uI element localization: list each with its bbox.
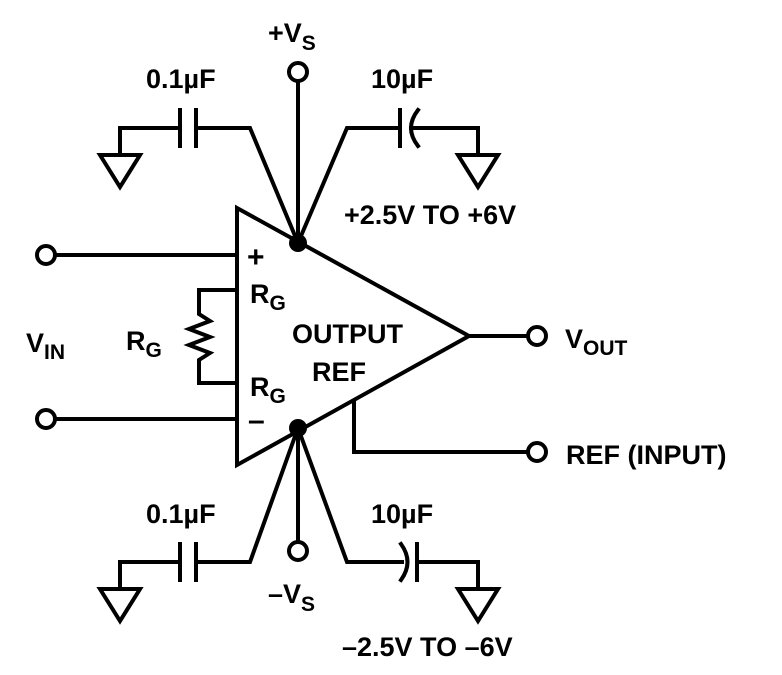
vs-minus-label: –VS [268, 579, 315, 616]
cap-top-large-wire-left [295, 126, 401, 246]
cap-top-small-wire-left [118, 126, 180, 157]
cap-bottom-small-value: 0.1µF [146, 499, 216, 529]
vs-minus-terminal[interactable] [287, 540, 309, 562]
cap-bottom-large-wire-left [295, 425, 404, 564]
pin-minus-label: – [248, 404, 265, 437]
cap-bottom-large-plate-curved [398, 541, 410, 583]
ref-wire [352, 400, 530, 454]
vout-label: VOUT [565, 324, 628, 360]
ground-icon [454, 153, 502, 191]
cap-top-large-wire-right [409, 126, 480, 157]
pin-rg-bottom-label: RG [250, 372, 286, 408]
pin-rg-top-label: RG [250, 279, 286, 315]
ref-input-label: REF (INPUT) [566, 440, 726, 470]
cap-top-small-wire-right [196, 126, 301, 246]
ground-icon [96, 153, 144, 191]
vs-plus-terminal[interactable] [287, 61, 309, 83]
cap-bottom-large-value: 10µF [371, 499, 433, 529]
gain-resistor [183, 288, 239, 385]
input-plus-terminal[interactable] [35, 244, 57, 266]
pin-output-ref-line2: REF [312, 357, 366, 387]
input-minus-terminal[interactable] [35, 408, 57, 430]
cap-bottom-small-wire-right [196, 425, 301, 564]
cap-top-small-value: 0.1µF [146, 64, 216, 94]
cap-bottom-large-wire-right [416, 560, 480, 591]
vs-plus-label: +VS [268, 18, 316, 55]
pin-output-ref-line1: OUTPUT [292, 319, 404, 349]
cap-bottom-small-wire-left [118, 560, 180, 591]
vin-label: VIN [26, 328, 65, 364]
vs-minus-range: –2.5V TO –6V [342, 632, 513, 662]
output-terminal[interactable] [526, 325, 548, 347]
pin-plus-label: + [247, 241, 265, 274]
ground-icon [96, 587, 144, 625]
rg-label: RG [126, 326, 162, 362]
vs-plus-range: +2.5V TO +6V [344, 200, 516, 230]
ground-icon [454, 587, 502, 625]
cap-top-large-value: 10µF [371, 64, 433, 94]
ref-terminal[interactable] [526, 441, 548, 463]
